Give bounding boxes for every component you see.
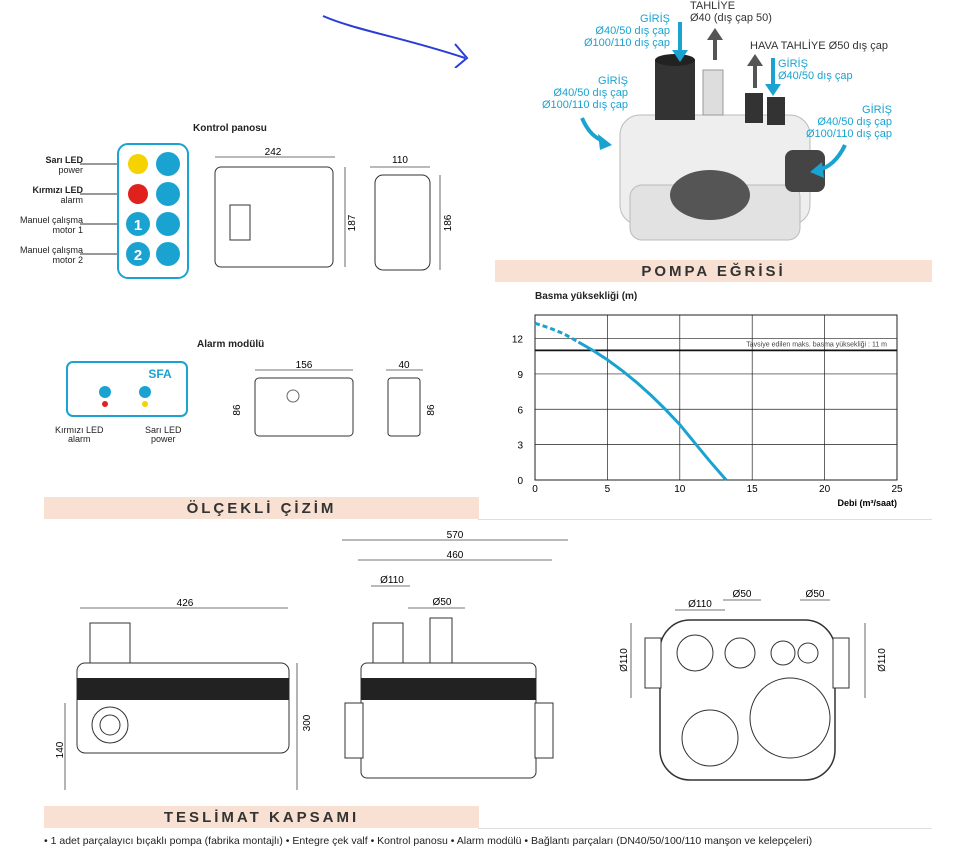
svg-text:Ø50: Ø50 bbox=[733, 589, 752, 600]
alarm-module-drawing: 156 86 40 86 bbox=[232, 360, 437, 437]
svg-text:SFA: SFA bbox=[148, 367, 172, 381]
control-panel-drawing: 242 187 110 186 bbox=[214, 147, 454, 271]
svg-text:156: 156 bbox=[296, 360, 313, 371]
x-tick-label: 20 bbox=[819, 484, 831, 495]
pump-product-image bbox=[619, 54, 825, 241]
alarm-module-front: SFA bbox=[66, 361, 188, 417]
svg-text:570: 570 bbox=[447, 530, 464, 541]
y-tick-label: 0 bbox=[517, 476, 523, 487]
svg-text:Ø50: Ø50 bbox=[806, 589, 825, 600]
pompa-egrisi-heading: POMPA EĞRİSİ bbox=[495, 260, 932, 282]
x-tick-label: 0 bbox=[532, 484, 538, 495]
yellow-led-icon bbox=[128, 154, 148, 174]
svg-text:Ø110: Ø110 bbox=[380, 575, 404, 586]
svg-text:86: 86 bbox=[232, 404, 243, 416]
alarm-module-title: Alarm modülü bbox=[197, 339, 265, 350]
y-tick-label: 9 bbox=[517, 370, 523, 381]
alarm-icon bbox=[156, 182, 180, 206]
svg-text:186: 186 bbox=[443, 214, 454, 231]
y-tick-label: 6 bbox=[517, 405, 523, 416]
svg-text:187: 187 bbox=[347, 214, 358, 231]
red-led-icon bbox=[128, 184, 148, 204]
pump-curve-line bbox=[577, 340, 728, 481]
label-hava-tahliye: HAVA TAHLİYE Ø50 dış çap bbox=[750, 40, 888, 52]
y-tick-label: 3 bbox=[517, 441, 523, 452]
svg-text:Ø110: Ø110 bbox=[877, 648, 888, 672]
y-tick-label: 12 bbox=[512, 335, 524, 346]
svg-text:140: 140 bbox=[55, 741, 66, 758]
x-axis-label: Debi (m³/saat) bbox=[837, 498, 897, 508]
teslimat-kapsami-heading: TESLİMAT KAPSAMI bbox=[44, 806, 479, 828]
curve-dashed-segment bbox=[534, 321, 580, 344]
divider bbox=[478, 519, 932, 520]
x-tick-label: 25 bbox=[891, 484, 903, 495]
x-tick-label: 15 bbox=[747, 484, 759, 495]
control-panel-front: 1 2 bbox=[80, 143, 189, 279]
x-tick-label: 10 bbox=[674, 484, 686, 495]
svg-text:426: 426 bbox=[177, 598, 194, 609]
control-panel-title: Kontrol panosu bbox=[193, 123, 267, 134]
svg-text:460: 460 bbox=[447, 550, 464, 561]
power-icon bbox=[156, 152, 180, 176]
motor2-button-label: 2 bbox=[134, 247, 142, 264]
chart-title: Basma yüksekliği (m) bbox=[535, 291, 638, 302]
scaled-drawings: 426 140 300 570 460 Ø110 Ø50 Ø110 Ø50 Ø5… bbox=[55, 530, 888, 790]
reference-annotation: Tavsiye edilen maks. basma yüksekliği : … bbox=[746, 341, 887, 348]
plot-frame bbox=[534, 314, 898, 481]
svg-text:Ø110: Ø110 bbox=[619, 648, 630, 672]
svg-text:Ø110: Ø110 bbox=[688, 599, 712, 610]
olcekli-cizim-heading: ÖLÇEKLİ ÇİZİM bbox=[44, 497, 479, 519]
svg-text:40: 40 bbox=[398, 360, 410, 371]
motor-icon bbox=[156, 242, 180, 266]
motor1-button-label: 1 bbox=[134, 217, 142, 234]
delivery-contents: • 1 adet parçalayıcı bıçaklı pompa (fabr… bbox=[44, 835, 813, 847]
product-arrows bbox=[580, 22, 847, 178]
svg-text:300: 300 bbox=[302, 714, 313, 731]
svg-text:Ø50: Ø50 bbox=[433, 597, 452, 608]
pen-annotation bbox=[322, 15, 469, 68]
divider bbox=[478, 828, 932, 829]
svg-text:86: 86 bbox=[426, 404, 437, 416]
x-tick-label: 5 bbox=[605, 484, 611, 495]
svg-text:110: 110 bbox=[392, 155, 408, 166]
motor-icon bbox=[156, 212, 180, 236]
svg-text:242: 242 bbox=[265, 147, 282, 158]
